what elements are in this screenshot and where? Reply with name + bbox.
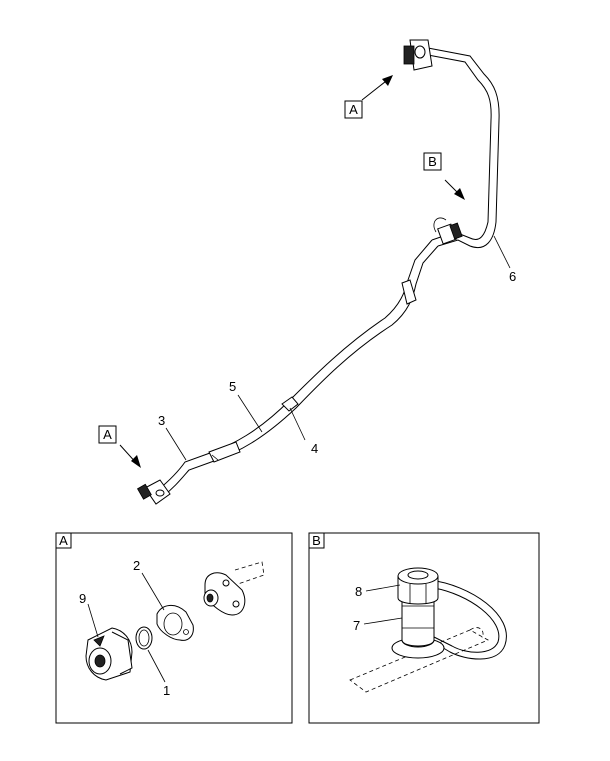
view-arrow-b: [444, 179, 465, 200]
view-ref-box-a-left: [98, 425, 117, 444]
leader-2: [141, 572, 165, 611]
view-arrow-a-left: [119, 444, 141, 468]
fitting-top-end: [403, 39, 433, 71]
fitting-left-end: [136, 479, 171, 505]
detail-b-title: B: [312, 533, 321, 548]
fitting-9: [85, 627, 133, 681]
main-assembly-view: A B A 3 5 4 6: [98, 39, 516, 505]
view-ref-box-a-top: [344, 100, 363, 119]
fitting-body-7: [401, 597, 435, 647]
callout-3: 3: [158, 413, 165, 428]
view-ref-a-top: A: [349, 102, 358, 117]
callout-1: 1: [163, 683, 170, 698]
callout-8: 8: [355, 584, 362, 599]
detail-b-panel: B 8 7: [308, 532, 540, 724]
view-arrow-a-top: [361, 75, 393, 101]
tube-upper-6: [427, 47, 500, 248]
callout-2: 2: [133, 558, 140, 573]
callout-9: 9: [79, 591, 86, 606]
leader-3: [165, 427, 187, 461]
leader-6: [493, 235, 511, 269]
callout-6: 6: [509, 269, 516, 284]
callout-4: 4: [311, 441, 318, 456]
leader-5: [237, 394, 263, 433]
leader-8: [365, 584, 401, 592]
view-ref-b: B: [428, 154, 437, 169]
callout-5: 5: [229, 379, 236, 394]
view-ref-a-left: A: [103, 427, 112, 442]
leader-4: [289, 407, 306, 441]
view-ref-box-b: [423, 152, 442, 171]
leader-9: [87, 603, 99, 638]
fitting-b-junction: [433, 217, 463, 245]
detail-a-panel: A 2 9 1: [55, 532, 293, 724]
clip-loop: [429, 579, 507, 660]
gasket-2: [156, 605, 194, 641]
callout-7: 7: [353, 618, 360, 633]
leader-1: [147, 649, 166, 683]
hose-tube-lower: [157, 239, 439, 498]
leader-7: [363, 617, 403, 625]
detail-a-title: A: [59, 533, 68, 548]
